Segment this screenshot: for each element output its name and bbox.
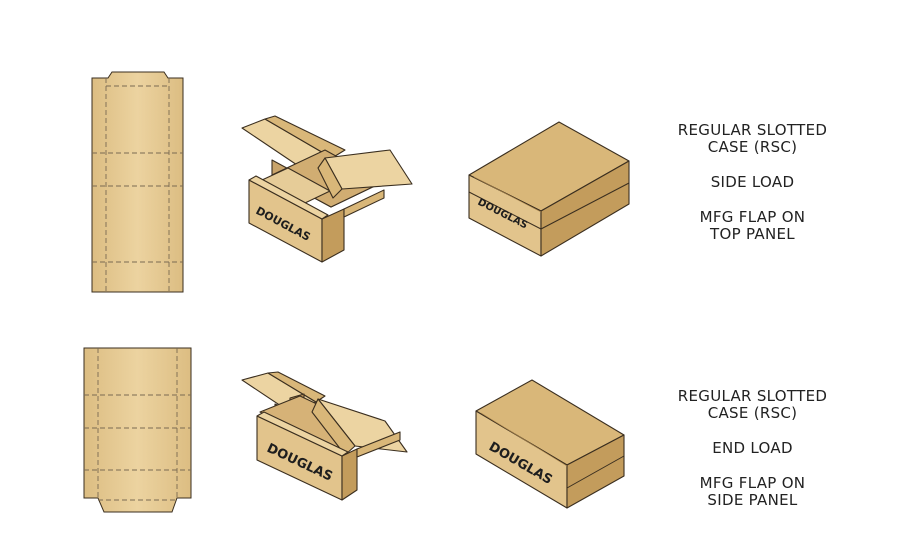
caption-load-type: END LOAD <box>712 439 793 457</box>
caption-flap-line2: SIDE PANEL <box>707 491 798 509</box>
caption-end-load: REGULAR SLOTTED CASE (RSC) END LOAD MFG … <box>640 388 865 509</box>
caption-title-line2: CASE (RSC) <box>707 138 798 156</box>
flat-blank-side-load <box>91 71 184 293</box>
closed-box-side-load <box>468 121 630 257</box>
open-box-side-load <box>241 115 413 263</box>
flat-blank-end-load <box>83 347 192 513</box>
caption-flap-line1: MFG FLAP ON <box>699 208 806 226</box>
caption-title-line1: REGULAR SLOTTED <box>677 387 828 405</box>
caption-flap-line1: MFG FLAP ON <box>699 474 806 492</box>
open-box-end-load <box>241 371 408 501</box>
caption-load-type: SIDE LOAD <box>710 173 795 191</box>
caption-title-line2: CASE (RSC) <box>707 404 798 422</box>
closed-box-end-load <box>475 379 625 509</box>
caption-side-load: REGULAR SLOTTED CASE (RSC) SIDE LOAD MFG… <box>640 122 865 243</box>
caption-flap-line2: TOP PANEL <box>710 225 795 243</box>
caption-title-line1: REGULAR SLOTTED <box>677 121 828 139</box>
